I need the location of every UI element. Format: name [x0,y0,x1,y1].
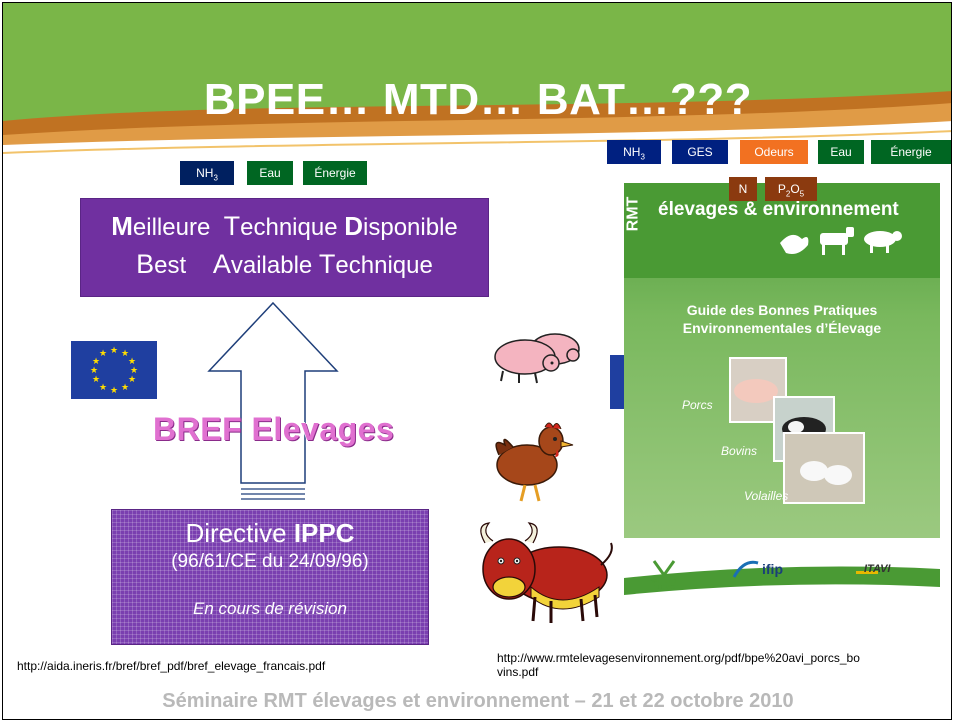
up-arrow-icon [207,301,339,500]
tag-label: P [777,182,786,196]
initial-t2: T [318,249,336,279]
footer-text: Séminaire RMT élevages et environnement … [162,690,794,712]
caption-volailles: Volailles [744,489,789,503]
tag-energie-right: Énergie [871,140,951,164]
url-right-link[interactable]: http://www.rmtelevagesenvironnement.org/… [497,651,860,679]
logo-itavi: ITAVI [864,563,891,575]
url-right-line1: http://www.rmtelevagesenvironnement.org/… [497,651,860,665]
directive-word: Directive [185,518,294,548]
guide-title: Guide des Bonnes Pratiques Environnement… [624,301,940,337]
tag-eau-right: Eau [818,140,864,164]
tag-label: N [738,182,748,196]
guide-title-line2: Environnementales d’Élevage [682,320,882,336]
logo-institut: INSTITUT DE L'ÉLEVAGE [648,579,680,591]
tag-label: NH [196,166,214,180]
initial-t: T [223,211,241,241]
svg-text:★: ★ [99,383,107,393]
tag-label: NH [623,145,641,159]
word-available: vailable [230,252,313,279]
caption-bovins: Bovins [721,444,758,458]
svg-text:★: ★ [110,386,118,396]
directive-ippc-box: Directive IPPC (96/61/CE du 24/09/96) En… [111,509,429,645]
guide-brand: RMT [624,196,642,232]
bull-icon [480,522,613,623]
url-left-link[interactable]: http://aida.ineris.fr/bref/bref_pdf/bref… [17,659,326,673]
initial-d: D [344,211,364,241]
tag-p2o5: P2O5 [765,177,817,201]
guide-background [624,183,940,627]
tag-nh3-right: NH3 [607,140,661,164]
tag-label-mid: O [790,182,800,196]
svg-text:★: ★ [92,357,100,367]
tag-label: Odeurs [754,145,794,159]
guide-header: élevages & environnement [658,199,899,220]
slide-title: BPEE… MTD… BAT…??? [203,75,753,124]
tag-label: Énergie [314,166,356,180]
tag-label: Eau [830,145,852,159]
initial-b: B [136,249,155,279]
tag-odeurs: Odeurs [740,140,808,164]
directive-reference: (96/61/CE du 24/09/96) [171,551,369,572]
tag-label: Énergie [890,145,932,159]
mtd-line-english: Best Available Technique [81,249,488,281]
tag-n: N [729,177,757,201]
caption-porcs: Porcs [682,398,713,412]
guide-cover: RMT élevages & environnement Guide des B… [624,183,940,627]
svg-text:★: ★ [121,383,129,393]
bref-elevages-label: BREF Elevages [153,411,395,447]
tag-ges: GES [672,140,728,164]
ippc-word: IPPC [293,518,355,548]
word-meilleure: eilleure [132,214,211,241]
tag-sub: 5 [799,189,805,199]
tag-nh3-left: NH3 [180,161,234,185]
svg-text:★: ★ [90,366,98,376]
word-technique: echnique [240,214,338,241]
tag-sub: 3 [213,173,218,183]
tag-energie-left: Énergie [303,161,367,185]
tag-sub: 3 [640,152,645,162]
mtd-box: Meilleure Technique Disponible Best Avai… [80,198,489,297]
word-disponible: isponible [363,214,458,241]
svg-text:★: ★ [128,357,136,367]
directive-status: En cours de révision [192,599,348,618]
url-right-line2: vins.pdf [497,665,539,679]
guide-logos [652,560,878,578]
tag-eau-left: Eau [247,161,293,185]
logo-ifip: ifip [762,561,783,577]
svg-text:★: ★ [121,349,129,359]
svg-text:★: ★ [110,346,118,356]
mtd-line-french: Meilleure Technique Disponible [81,211,488,243]
directive-title: Directive IPPC [112,518,428,549]
tag-label: Eau [259,166,281,180]
eu-flag-icon: ★★★ ★★★ ★★★ ★★★ [71,341,157,399]
guide-title-line1: Guide des Bonnes Pratiques [686,302,878,318]
word-technique2: echnique [335,252,433,279]
pigs-icon [494,333,580,384]
svg-text:★: ★ [99,349,107,359]
hen-icon [495,422,574,502]
initial-a: A [212,249,231,279]
word-best: est [154,252,187,279]
svg-text:★: ★ [92,375,100,385]
svg-text:★: ★ [128,375,136,385]
tag-label: GES [687,145,713,159]
initial-m: M [111,211,133,241]
tag-sub: 2 [785,189,791,199]
svg-text:★: ★ [130,366,138,376]
